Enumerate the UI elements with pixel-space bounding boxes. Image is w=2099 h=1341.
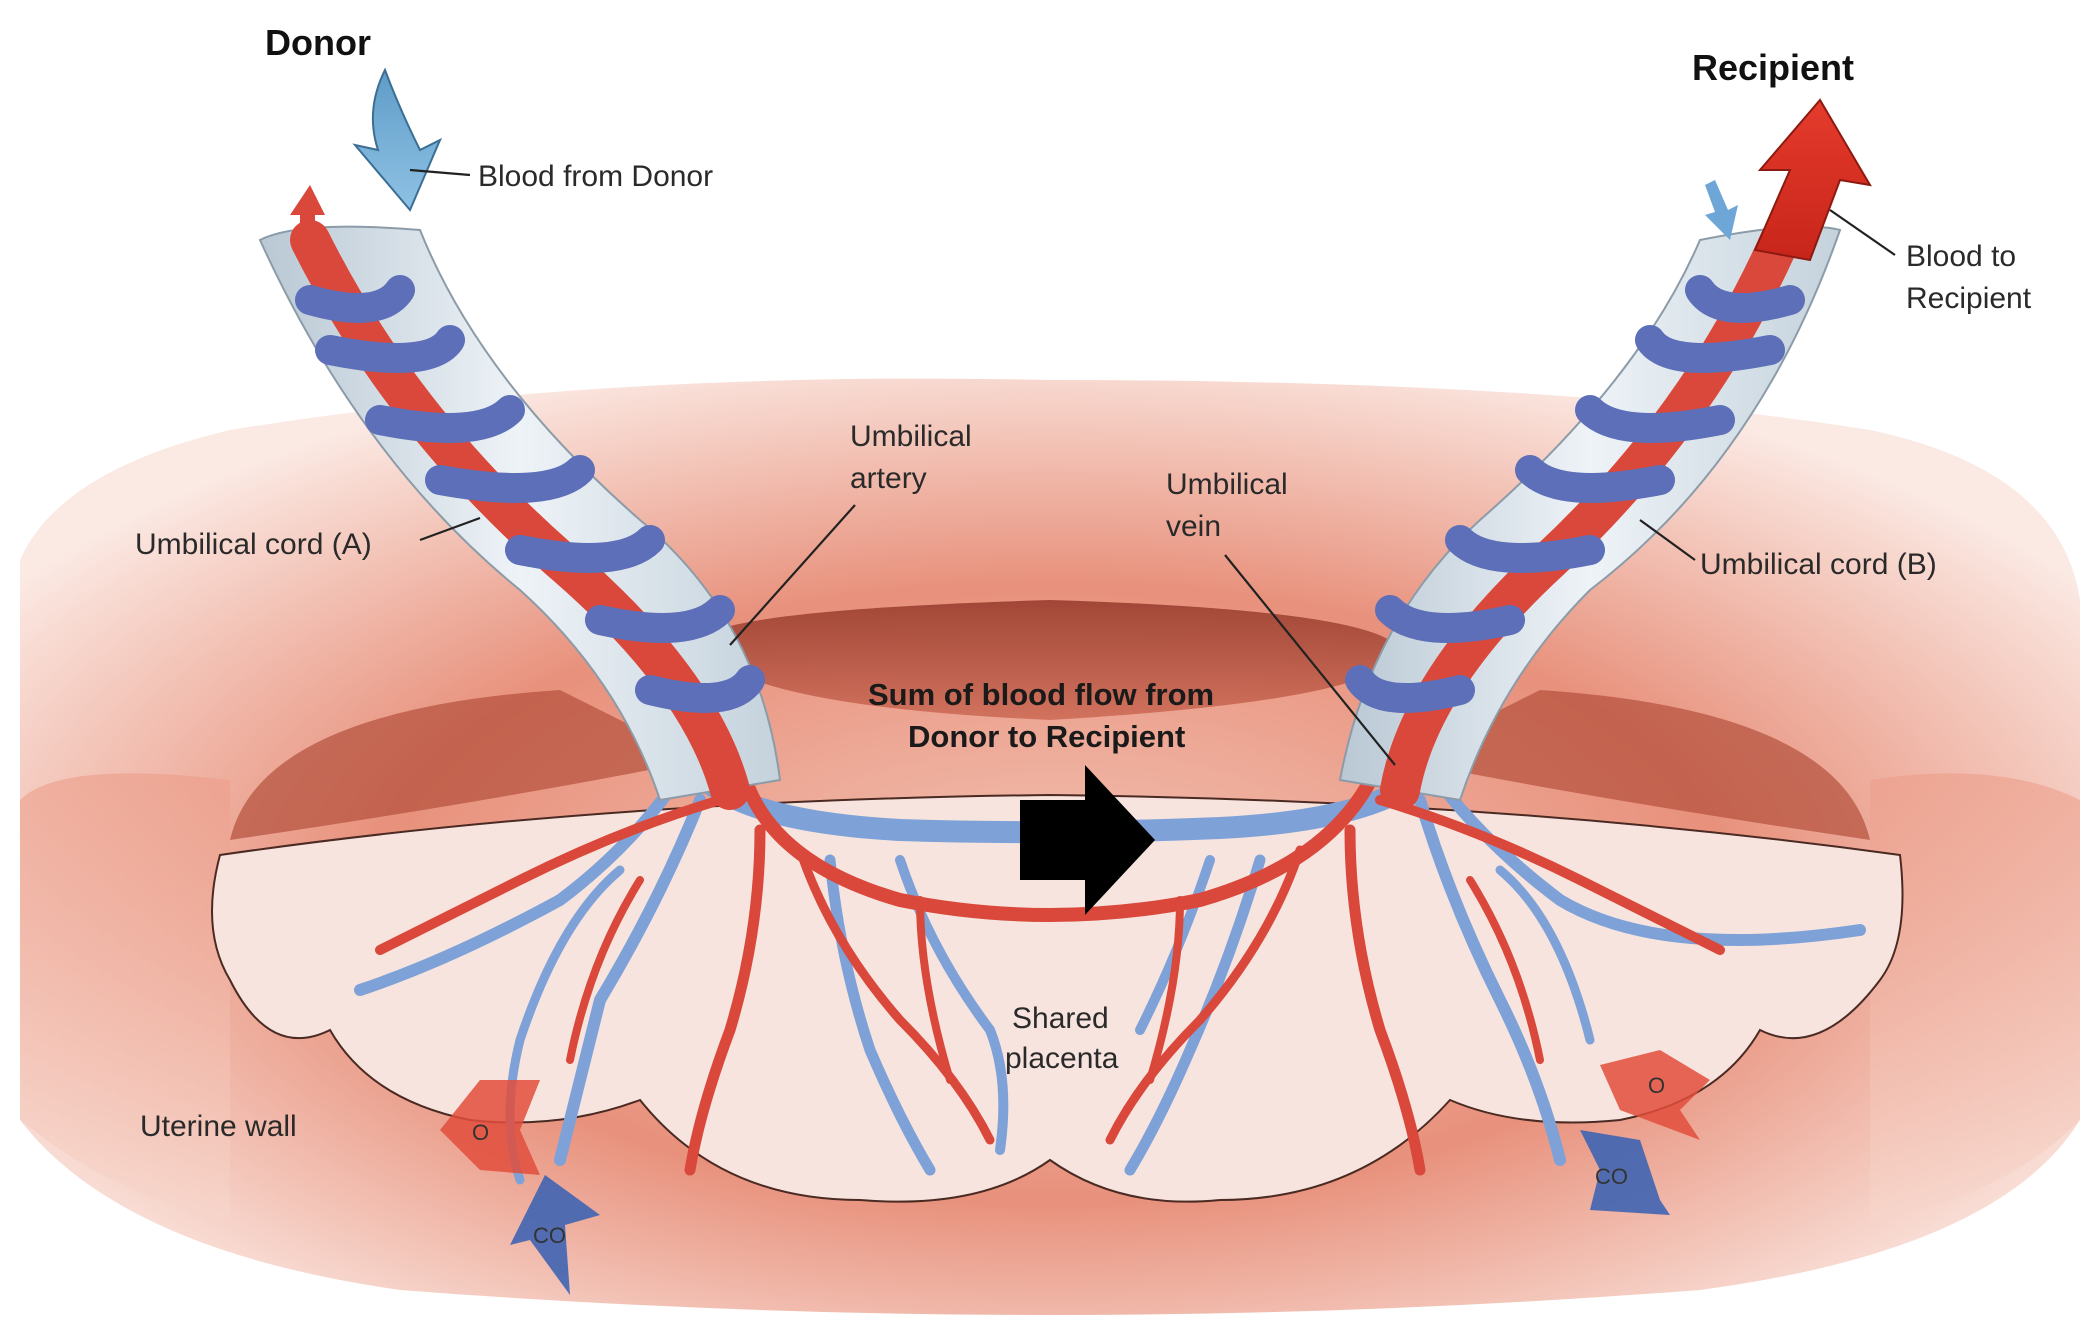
uterine-wall-label: Uterine wall: [140, 1110, 297, 1143]
shared-placenta-label-line2: placenta: [1005, 1042, 1119, 1075]
blood-to-recipient-label-line2: Recipient: [1906, 282, 2032, 315]
o2-left-label: O: [472, 1120, 489, 1145]
leader-lines: [409, 168, 1896, 766]
recipient-label: Recipient: [1692, 47, 1854, 88]
blood-to-recipient-label-line1: Blood to: [1906, 240, 2016, 273]
donor-small-red-arrow: [290, 185, 325, 235]
donor-inflow-arrow: [352, 67, 442, 212]
placental-arteries: [375, 753, 1725, 1176]
umbilical-artery-label-line1: Umbilical: [850, 420, 972, 453]
co2-arrow-right: [1580, 1130, 1670, 1215]
net-flow-arrow[interactable]: [1020, 765, 1155, 915]
umbilical-cord-a: [258, 220, 782, 810]
co2-left-label: CO: [533, 1223, 566, 1248]
recipient-small-blue-arrow: [1705, 180, 1738, 240]
sum-flow-label-line1: Sum of blood flow from: [868, 677, 1214, 712]
uterine-cavity: [230, 600, 1870, 840]
donor-label: Donor: [265, 22, 371, 63]
umbilical-cord-a-label: Umbilical cord (A): [135, 528, 372, 561]
co2-arrow-left: [510, 1175, 600, 1295]
o2-right-label: O: [1648, 1073, 1665, 1098]
shared-placenta-label-line1: Shared: [1012, 1002, 1109, 1035]
o2-arrow-left: [440, 1080, 540, 1175]
co2-right-label: CO: [1595, 1164, 1628, 1189]
umbilical-cord-b-label: Umbilical cord (B): [1700, 548, 1937, 581]
umbilical-vein-label-line2: vein: [1166, 510, 1221, 543]
sum-flow-label-line2: Donor to Recipient: [908, 719, 1185, 754]
o2-arrow-right: [1600, 1050, 1710, 1140]
umbilical-cord-b: [1338, 220, 1842, 810]
recipient-outflow-arrow: [1753, 98, 1872, 262]
umbilical-artery-label-line2: artery: [850, 462, 927, 495]
blood-from-donor-label: Blood from Donor: [478, 160, 713, 193]
umbilical-vein-label-line1: Umbilical: [1166, 468, 1288, 501]
